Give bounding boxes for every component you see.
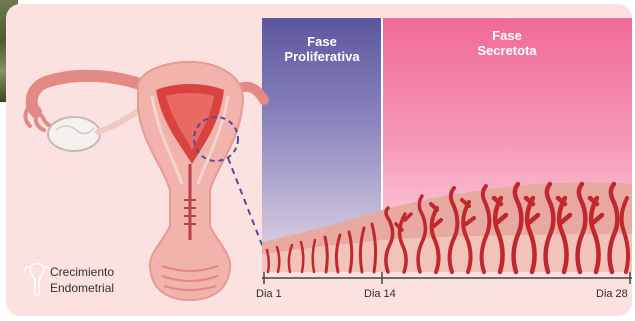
day-1-label: Dia 1 xyxy=(256,288,282,300)
legend: Crecimiento Endometrial xyxy=(22,262,152,302)
timeline-axis xyxy=(262,272,632,284)
day-14-label: Dia 14 xyxy=(364,288,396,300)
day-28-label: Dia 28 xyxy=(596,288,628,300)
proliferative-phase-label: Fase Proliferativa xyxy=(262,34,382,64)
endometrial-growth-figure: Fase Proliferativa Fase Secretota Dia 1 … xyxy=(6,4,632,316)
secretory-phase-label: Fase Secretota xyxy=(382,28,632,58)
legend-label: Crecimiento Endometrial xyxy=(50,264,114,296)
